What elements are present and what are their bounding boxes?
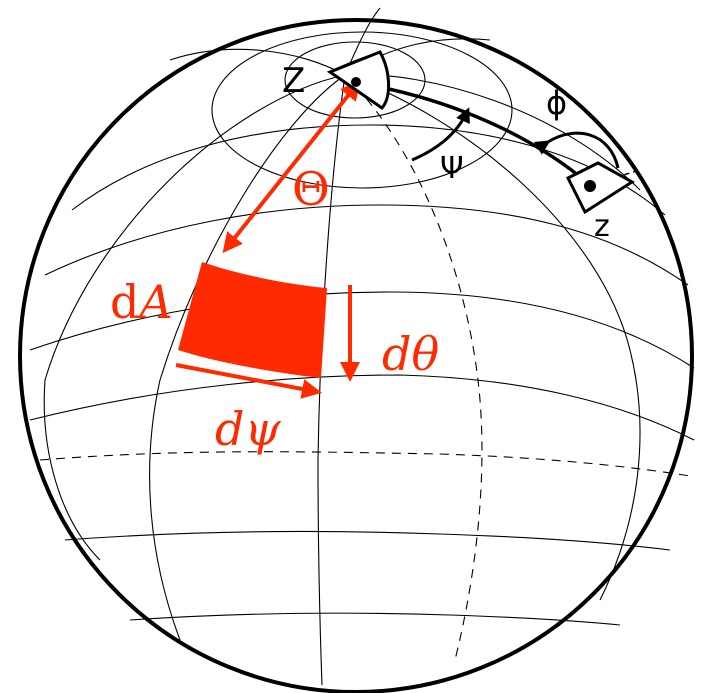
label-theta-upper: Θ: [292, 162, 330, 216]
psi-rotation-arrow: [411, 107, 470, 162]
label-dtheta: dθ: [382, 327, 439, 381]
sphere-outline: [18, 18, 694, 693]
label-phi: ϕ: [546, 84, 567, 122]
label-dA: dA: [110, 275, 173, 329]
label-psi-upper: Ψ: [440, 151, 464, 186]
label-z-side: z: [594, 209, 610, 244]
cone-marker-side-icon: [565, 161, 635, 215]
area-element-patch: [178, 262, 327, 378]
cone-marker-top-icon: [326, 50, 390, 111]
phi-rotation-arrow: [533, 131, 620, 169]
theta-arrow: [222, 79, 361, 254]
label-dpsi: dψ: [215, 402, 281, 456]
label-z-top: Z: [282, 61, 305, 101]
latitude-lines: [29, 31, 695, 626]
dpsi-arrow: [175, 363, 322, 399]
